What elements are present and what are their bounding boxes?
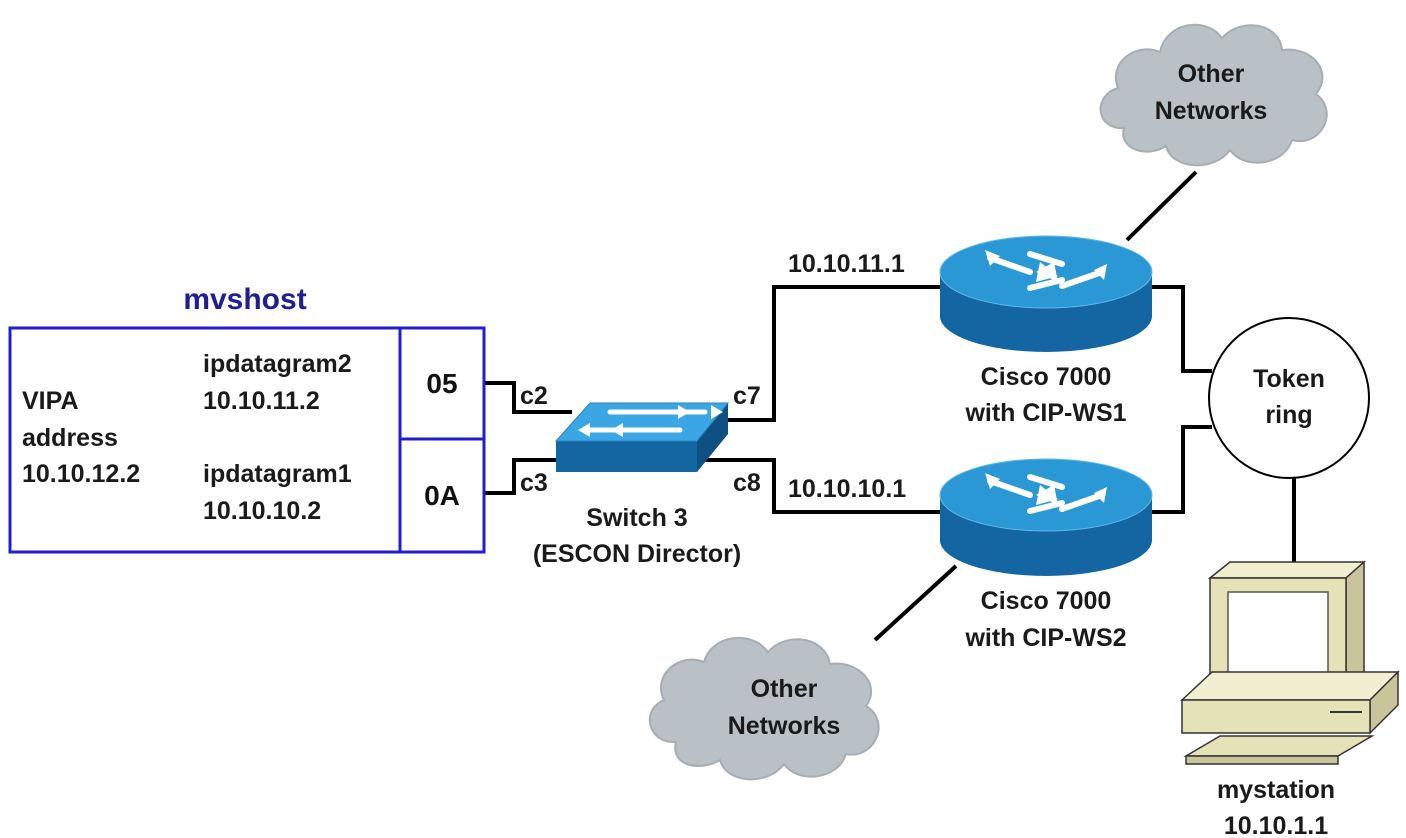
mvshost-box: mvshost VIPA address 10.10.12.2 ipdatagr… <box>8 283 486 554</box>
workstation-icon <box>1180 560 1400 765</box>
ipdatagram1-name: ipdatagram1 <box>203 460 352 488</box>
token-ring-label-line-2: ring <box>1265 401 1312 429</box>
host-title: mvshost <box>183 283 306 316</box>
vipa-line-1: VIPA <box>22 387 79 415</box>
switch-port-c2: c2 <box>520 382 548 410</box>
wire-router1-ring <box>1150 285 1212 373</box>
cloud-bottom-label-line-2: Networks <box>728 712 841 740</box>
cloud-top-label-line-1: Other <box>1178 60 1245 88</box>
router2-label-line-2: with CIP-WS2 <box>964 624 1126 652</box>
cloud-top-label-line-2: Networks <box>1155 97 1268 125</box>
switch-port-c8: c8 <box>733 469 761 497</box>
switch-label-line-1: Switch 3 <box>586 504 687 532</box>
router-icon <box>939 235 1153 352</box>
router2-label-line-1: Cisco 7000 <box>981 587 1112 615</box>
token-ring-label-line-1: Token <box>1253 365 1325 393</box>
switch-port-c7: c7 <box>733 382 761 410</box>
cloud-bottom-label-line-1: Other <box>751 675 818 703</box>
router1-label-line-1: Cisco 7000 <box>981 363 1112 391</box>
vipa-line-2: address <box>22 424 118 452</box>
wire-switch-router2 <box>697 458 940 514</box>
switch-label-line-2: (ESCON Director) <box>533 540 741 568</box>
router2-ip: 10.10.10.1 <box>788 475 906 503</box>
station-label-line-1: mystation <box>1217 776 1335 804</box>
port-0a: 0A <box>424 480 460 511</box>
wire-port05-switch <box>484 381 572 414</box>
wire-port0a-switch <box>484 458 572 495</box>
station-label-line-2: 10.10.1.1 <box>1224 812 1328 838</box>
ipdatagram1-ip: 10.10.10.2 <box>203 497 321 525</box>
wire-router1-cloud <box>1125 170 1198 242</box>
token-ring-icon <box>1208 317 1370 479</box>
switch-port-c3: c3 <box>520 469 548 497</box>
vipa-line-3: 10.10.12.2 <box>22 460 140 488</box>
cloud-icon <box>648 636 880 781</box>
router1-ip: 10.10.11.1 <box>788 250 905 278</box>
wire-switch-router1 <box>728 285 940 422</box>
router-icon <box>939 458 1153 576</box>
escon-switch-icon <box>554 402 730 472</box>
ipdatagram2-name: ipdatagram2 <box>203 350 352 378</box>
ipdatagram2-ip: 10.10.11.2 <box>203 387 320 415</box>
wire-router2-ring <box>1150 425 1212 514</box>
connections <box>484 170 1296 642</box>
cloud-icon <box>1099 23 1328 167</box>
router1-label-line-2: with CIP-WS1 <box>964 399 1126 427</box>
wire-router2-cloud <box>873 564 958 642</box>
port-05: 05 <box>426 368 457 399</box>
